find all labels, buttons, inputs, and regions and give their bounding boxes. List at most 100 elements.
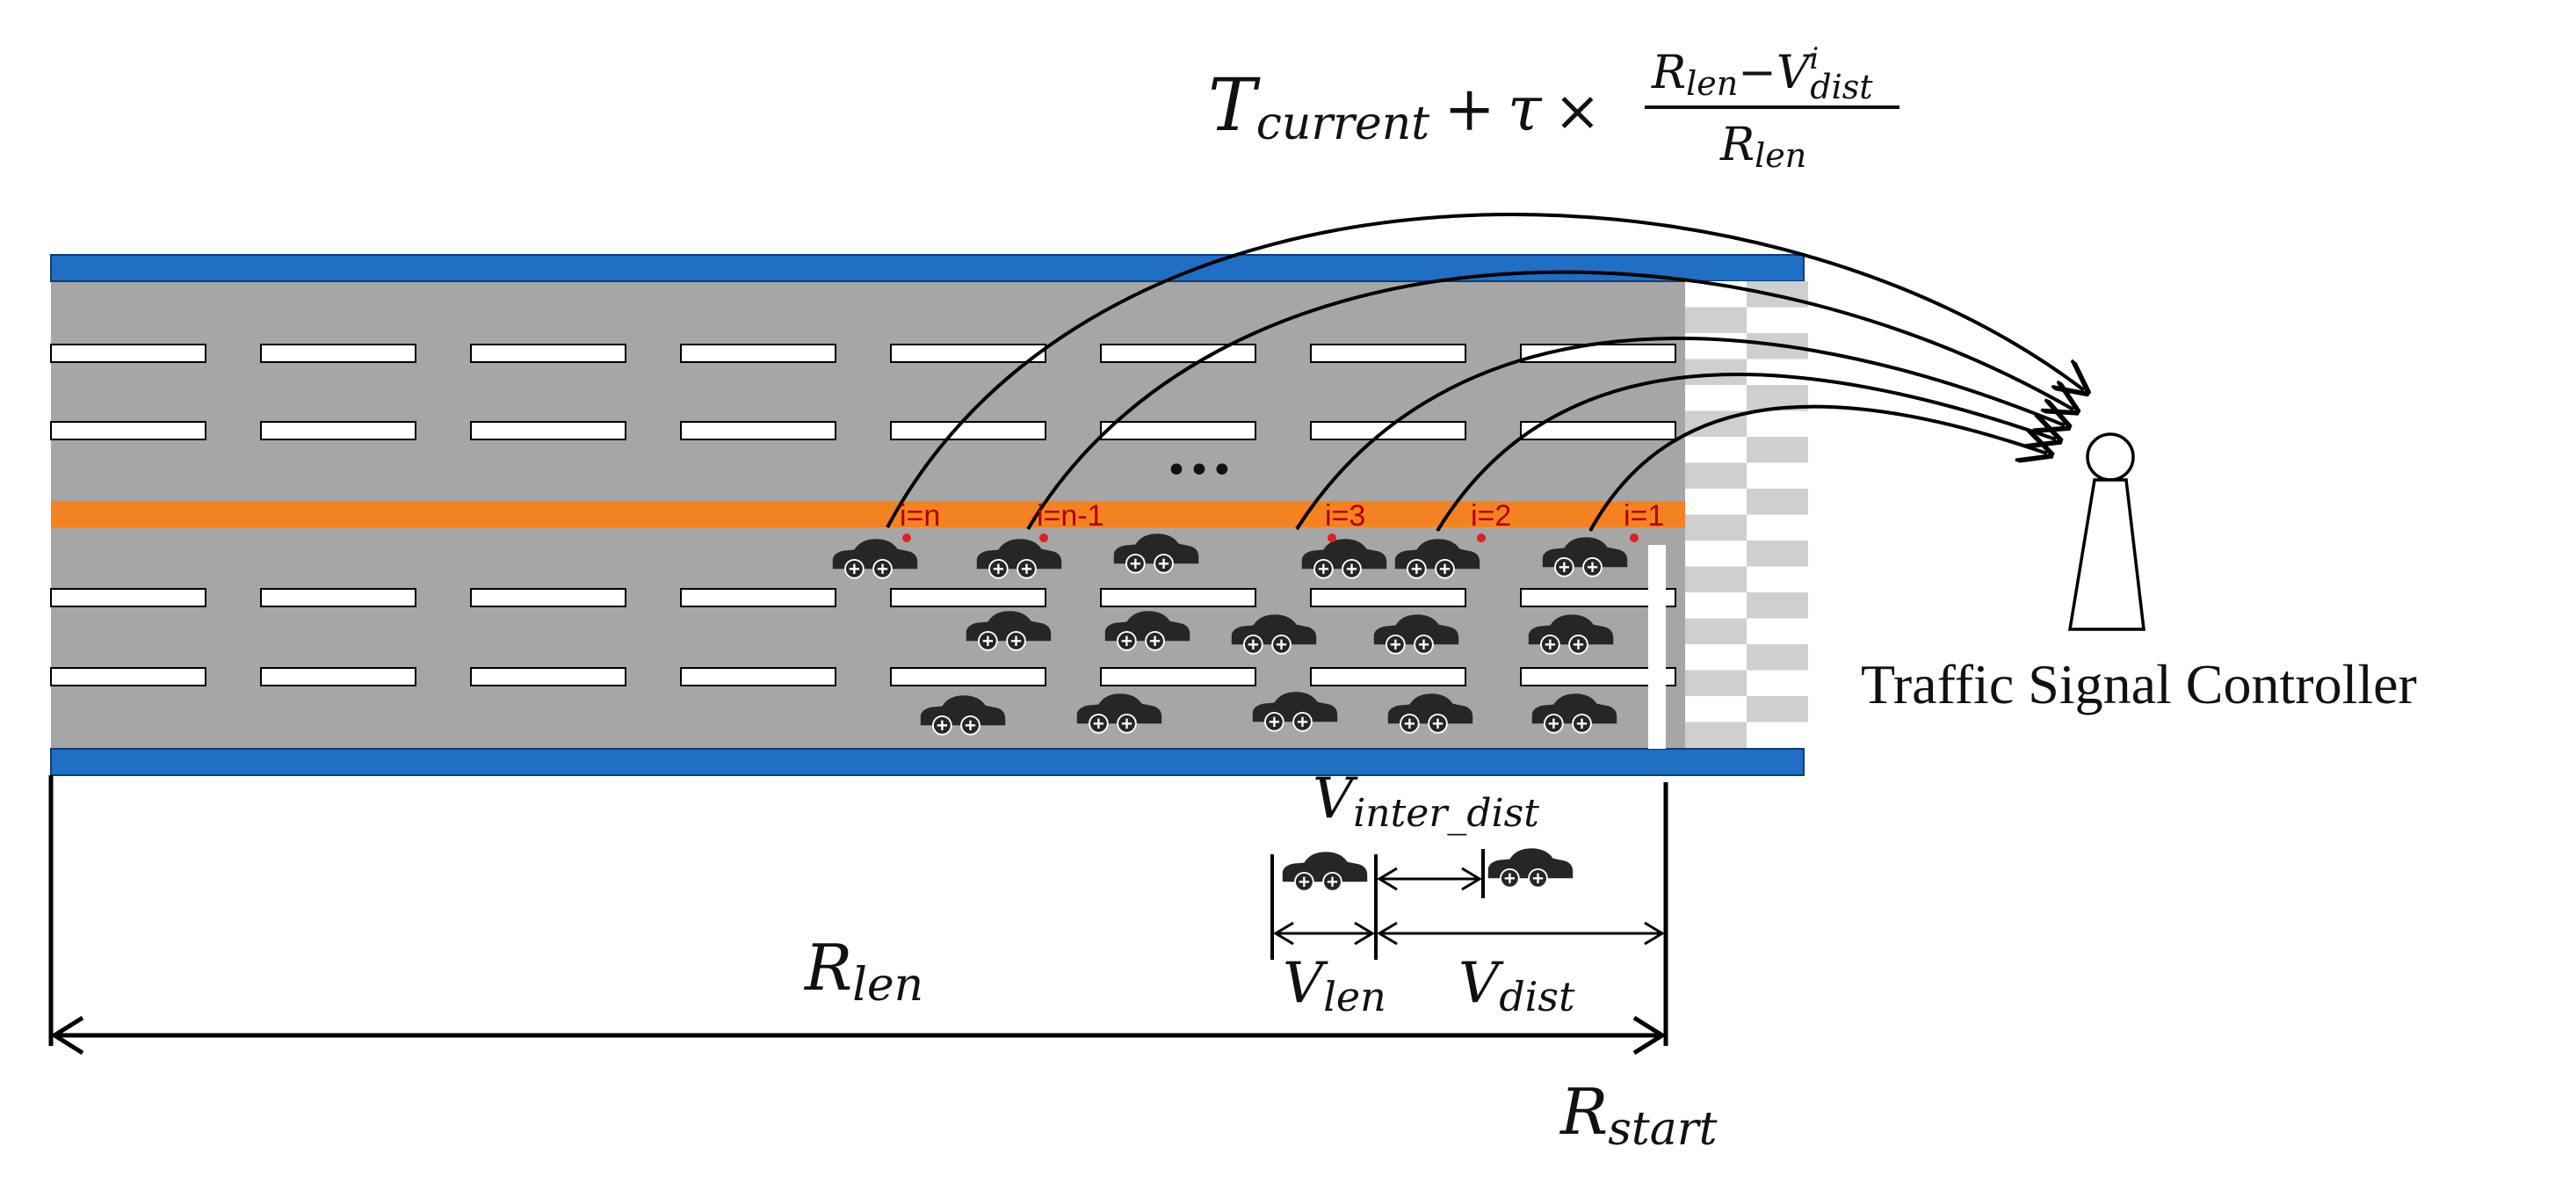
stop-line: [1648, 545, 1666, 749]
crosswalk-cell: [1685, 359, 1747, 385]
lane-dash: [1100, 588, 1256, 607]
crosswalk-cell: [1685, 385, 1747, 411]
crosswalk-cell: [1685, 644, 1747, 671]
ellipsis: •••: [1165, 448, 1234, 493]
lane-dash: [260, 667, 416, 686]
lane-dash: [890, 667, 1046, 686]
lane-dash: [680, 588, 836, 607]
lane-dash: [1310, 344, 1466, 363]
lane-dash: [1310, 588, 1466, 607]
controller-label: Traffic Signal Controller: [1861, 653, 2417, 715]
traffic-signal-controller: Traffic Signal Controller: [1861, 432, 2417, 715]
lane-dash: [470, 344, 626, 363]
lane-dash: [50, 421, 206, 440]
crosswalk-cell: [1685, 722, 1747, 748]
lane-dash: [890, 421, 1046, 440]
crosswalk-cell: [1747, 618, 1808, 644]
formula-lhs: Tcurrent+τ×: [1208, 64, 1601, 150]
r-len-label: Rlen: [803, 931, 923, 1012]
lane-dash: [890, 588, 1046, 607]
car-label-n: i=n: [900, 499, 940, 533]
crosswalk-cell: [1685, 462, 1747, 489]
arrow-car-n: [886, 213, 2084, 528]
dimensions: [48, 775, 1668, 1056]
crosswalk-cell: [1685, 514, 1747, 541]
lane-dash: [470, 667, 626, 686]
crosswalk-cell: [1685, 696, 1747, 722]
vehicles: [831, 533, 1639, 736]
lane-dash: [50, 588, 206, 607]
crosswalk-cell: [1747, 437, 1808, 463]
crosswalk-cell: [1685, 307, 1747, 333]
lane-dash: [260, 588, 416, 607]
car-label-2: i=2: [1471, 499, 1511, 533]
crosswalk-cell: [1685, 618, 1747, 644]
lane-dash: [1100, 667, 1256, 686]
controller-tower-icon: [2067, 478, 2145, 631]
road-edge-top: [50, 254, 1805, 282]
vehicle-marker: [1477, 533, 1486, 542]
car-label-3: i=3: [1325, 499, 1365, 533]
lane-dash: [890, 344, 1046, 363]
car-label-n-1: i=n-1: [1037, 499, 1104, 533]
crosswalk-cell: [1685, 437, 1747, 463]
arrow-car-n-1: [1026, 270, 2073, 531]
crosswalk-cell: [1747, 462, 1808, 489]
lane-dash: [1100, 421, 1256, 440]
fraction-bar: [1645, 105, 1899, 109]
lane-dash: [470, 421, 626, 440]
crosswalk-cell: [1685, 592, 1747, 619]
arrow-car-1: [1588, 404, 2047, 532]
r-start-label: Rstart: [1559, 1075, 1718, 1156]
vehicle-marker: [902, 533, 911, 542]
road: [50, 254, 1808, 776]
lane-dash: [470, 588, 626, 607]
lane-dash: [1310, 421, 1466, 440]
crosswalk-cell: [1747, 410, 1808, 437]
crosswalk-cell: [1685, 670, 1747, 696]
dimension-labels: Rlen Rstart Vinter_dist Vlen Vdist: [803, 766, 1718, 1156]
road-edge-bottom: [50, 748, 1805, 776]
lane-dash: [1100, 344, 1256, 363]
crosswalk-cell: [1747, 307, 1808, 333]
crosswalk-cell: [1747, 644, 1808, 671]
lane-dash: [1520, 421, 1676, 440]
car-label-1: i=1: [1624, 499, 1664, 533]
crosswalk-cell: [1747, 359, 1808, 385]
arrow-car-3: [1295, 337, 2065, 531]
arrow-car-2: [1436, 373, 2056, 533]
crosswalk-cell: [1685, 489, 1747, 515]
crosswalk-cell: [1747, 592, 1808, 619]
controller-antenna-icon: [2086, 432, 2135, 482]
dimension-car-1: [1281, 851, 1369, 892]
vehicle-marker: [1039, 533, 1048, 542]
lane-dash: [50, 667, 206, 686]
median-line: [51, 501, 1804, 527]
crosswalk-cell: [1747, 541, 1808, 567]
vehicle-marker: [1630, 533, 1639, 542]
lane-dash: [50, 344, 206, 363]
crosswalk-cell: [1685, 541, 1747, 567]
lane-dash: [680, 344, 836, 363]
dimension-car-2: [1487, 847, 1574, 889]
lane-dash: [1310, 667, 1466, 686]
vehicle-marker: [1328, 533, 1336, 542]
lane-dash: [260, 421, 416, 440]
crosswalk: [1685, 281, 1808, 748]
lane-markings: [50, 344, 1676, 686]
communication-arrows: [886, 213, 2084, 533]
lane-dash: [1520, 588, 1676, 607]
crosswalk-cell: [1747, 566, 1808, 592]
lane-dash: [680, 667, 836, 686]
v-inter-dist-label: Vinter_dist: [1313, 766, 1539, 836]
crosswalk-cell: [1747, 696, 1808, 722]
crosswalk-cell: [1685, 566, 1747, 592]
v-dist-label: Vdist: [1458, 951, 1575, 1020]
crosswalk-cell: [1747, 514, 1808, 541]
crosswalk-cell: [1747, 670, 1808, 696]
lane-dash: [1520, 667, 1676, 686]
crosswalk-cell: [1747, 489, 1808, 515]
